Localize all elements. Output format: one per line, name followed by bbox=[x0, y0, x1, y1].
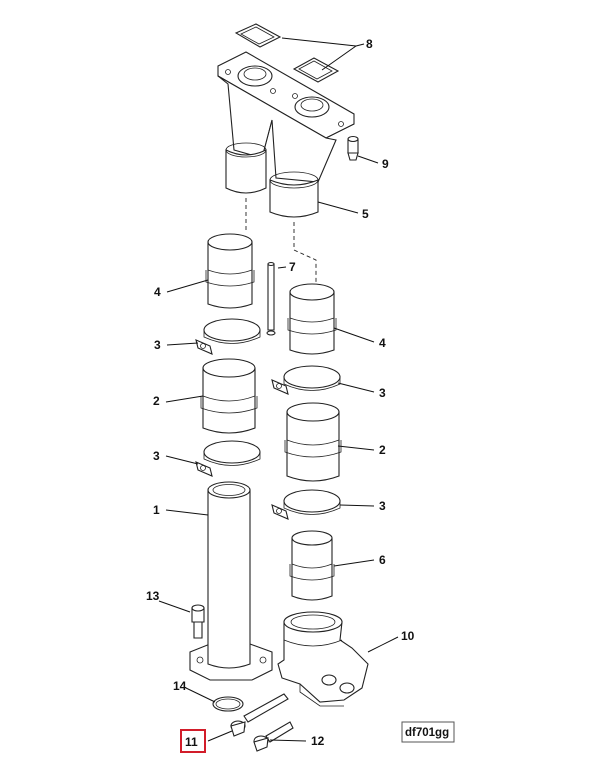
callout-11[interactable]: 11 bbox=[185, 735, 198, 749]
reference-code-text: df701gg bbox=[405, 727, 449, 739]
leader-lines bbox=[158, 37, 399, 742]
callout-6[interactable]: 6 bbox=[379, 553, 386, 567]
callout-3-right-upper[interactable]: 3 bbox=[379, 386, 386, 400]
part-3-clamp-left-upper[interactable] bbox=[195, 318, 261, 355]
part-3-clamp-left-lower[interactable] bbox=[195, 440, 261, 477]
part-3-clamp-right-upper[interactable] bbox=[271, 365, 341, 395]
part-3-clamp-right-lower[interactable] bbox=[271, 489, 341, 520]
callout-11-highlight[interactable]: 11 bbox=[180, 729, 206, 753]
callout-3-left-upper[interactable]: 3 bbox=[154, 338, 161, 352]
reference-code-frame bbox=[401, 721, 455, 743]
callout-10[interactable]: 10 bbox=[401, 629, 415, 643]
part-9-bolt[interactable] bbox=[347, 135, 359, 161]
callout-3-left-lower[interactable]: 3 bbox=[153, 449, 160, 463]
callout-2-right[interactable]: 2 bbox=[379, 443, 386, 457]
part-2-hose-left[interactable] bbox=[200, 358, 258, 434]
part-4-hose-right[interactable] bbox=[287, 283, 337, 355]
part-13-bolt[interactable] bbox=[191, 604, 205, 639]
centerline-right-upper bbox=[293, 222, 317, 282]
callout-5[interactable]: 5 bbox=[362, 207, 369, 221]
part-12-bolt[interactable] bbox=[253, 721, 294, 752]
part-11-bolt[interactable] bbox=[230, 693, 289, 737]
callout-2-left[interactable]: 2 bbox=[153, 394, 160, 408]
callout-9[interactable]: 9 bbox=[382, 157, 389, 171]
part-8-gaskets[interactable] bbox=[234, 23, 340, 83]
reference-code-box: df701gg bbox=[401, 721, 455, 743]
part-2-hose-right[interactable] bbox=[284, 402, 342, 482]
part-10-elbow-housing[interactable] bbox=[277, 611, 369, 707]
callout-14[interactable]: 14 bbox=[173, 679, 187, 693]
part-6-hose[interactable] bbox=[289, 530, 335, 601]
callout-3-right-lower[interactable]: 3 bbox=[379, 499, 386, 513]
part-4-hose-left[interactable] bbox=[205, 233, 255, 309]
callouts: 8 9 5 7 4 4 3 3 2 2 3 3 1 6 13 10 14 12 bbox=[146, 37, 415, 748]
callout-4-left[interactable]: 4 bbox=[154, 285, 161, 299]
callout-13[interactable]: 13 bbox=[146, 589, 160, 603]
callout-8[interactable]: 8 bbox=[366, 37, 373, 51]
part-7-rod[interactable] bbox=[266, 261, 276, 336]
callout-7[interactable]: 7 bbox=[289, 260, 296, 274]
callout-12[interactable]: 12 bbox=[311, 734, 325, 748]
part-5-manifold[interactable] bbox=[217, 51, 355, 218]
highlight-box bbox=[180, 729, 206, 753]
part-1-tube[interactable] bbox=[189, 481, 273, 681]
part-14-o-ring[interactable] bbox=[212, 696, 244, 712]
callout-4-right[interactable]: 4 bbox=[379, 336, 386, 350]
callout-1[interactable]: 1 bbox=[153, 503, 160, 517]
